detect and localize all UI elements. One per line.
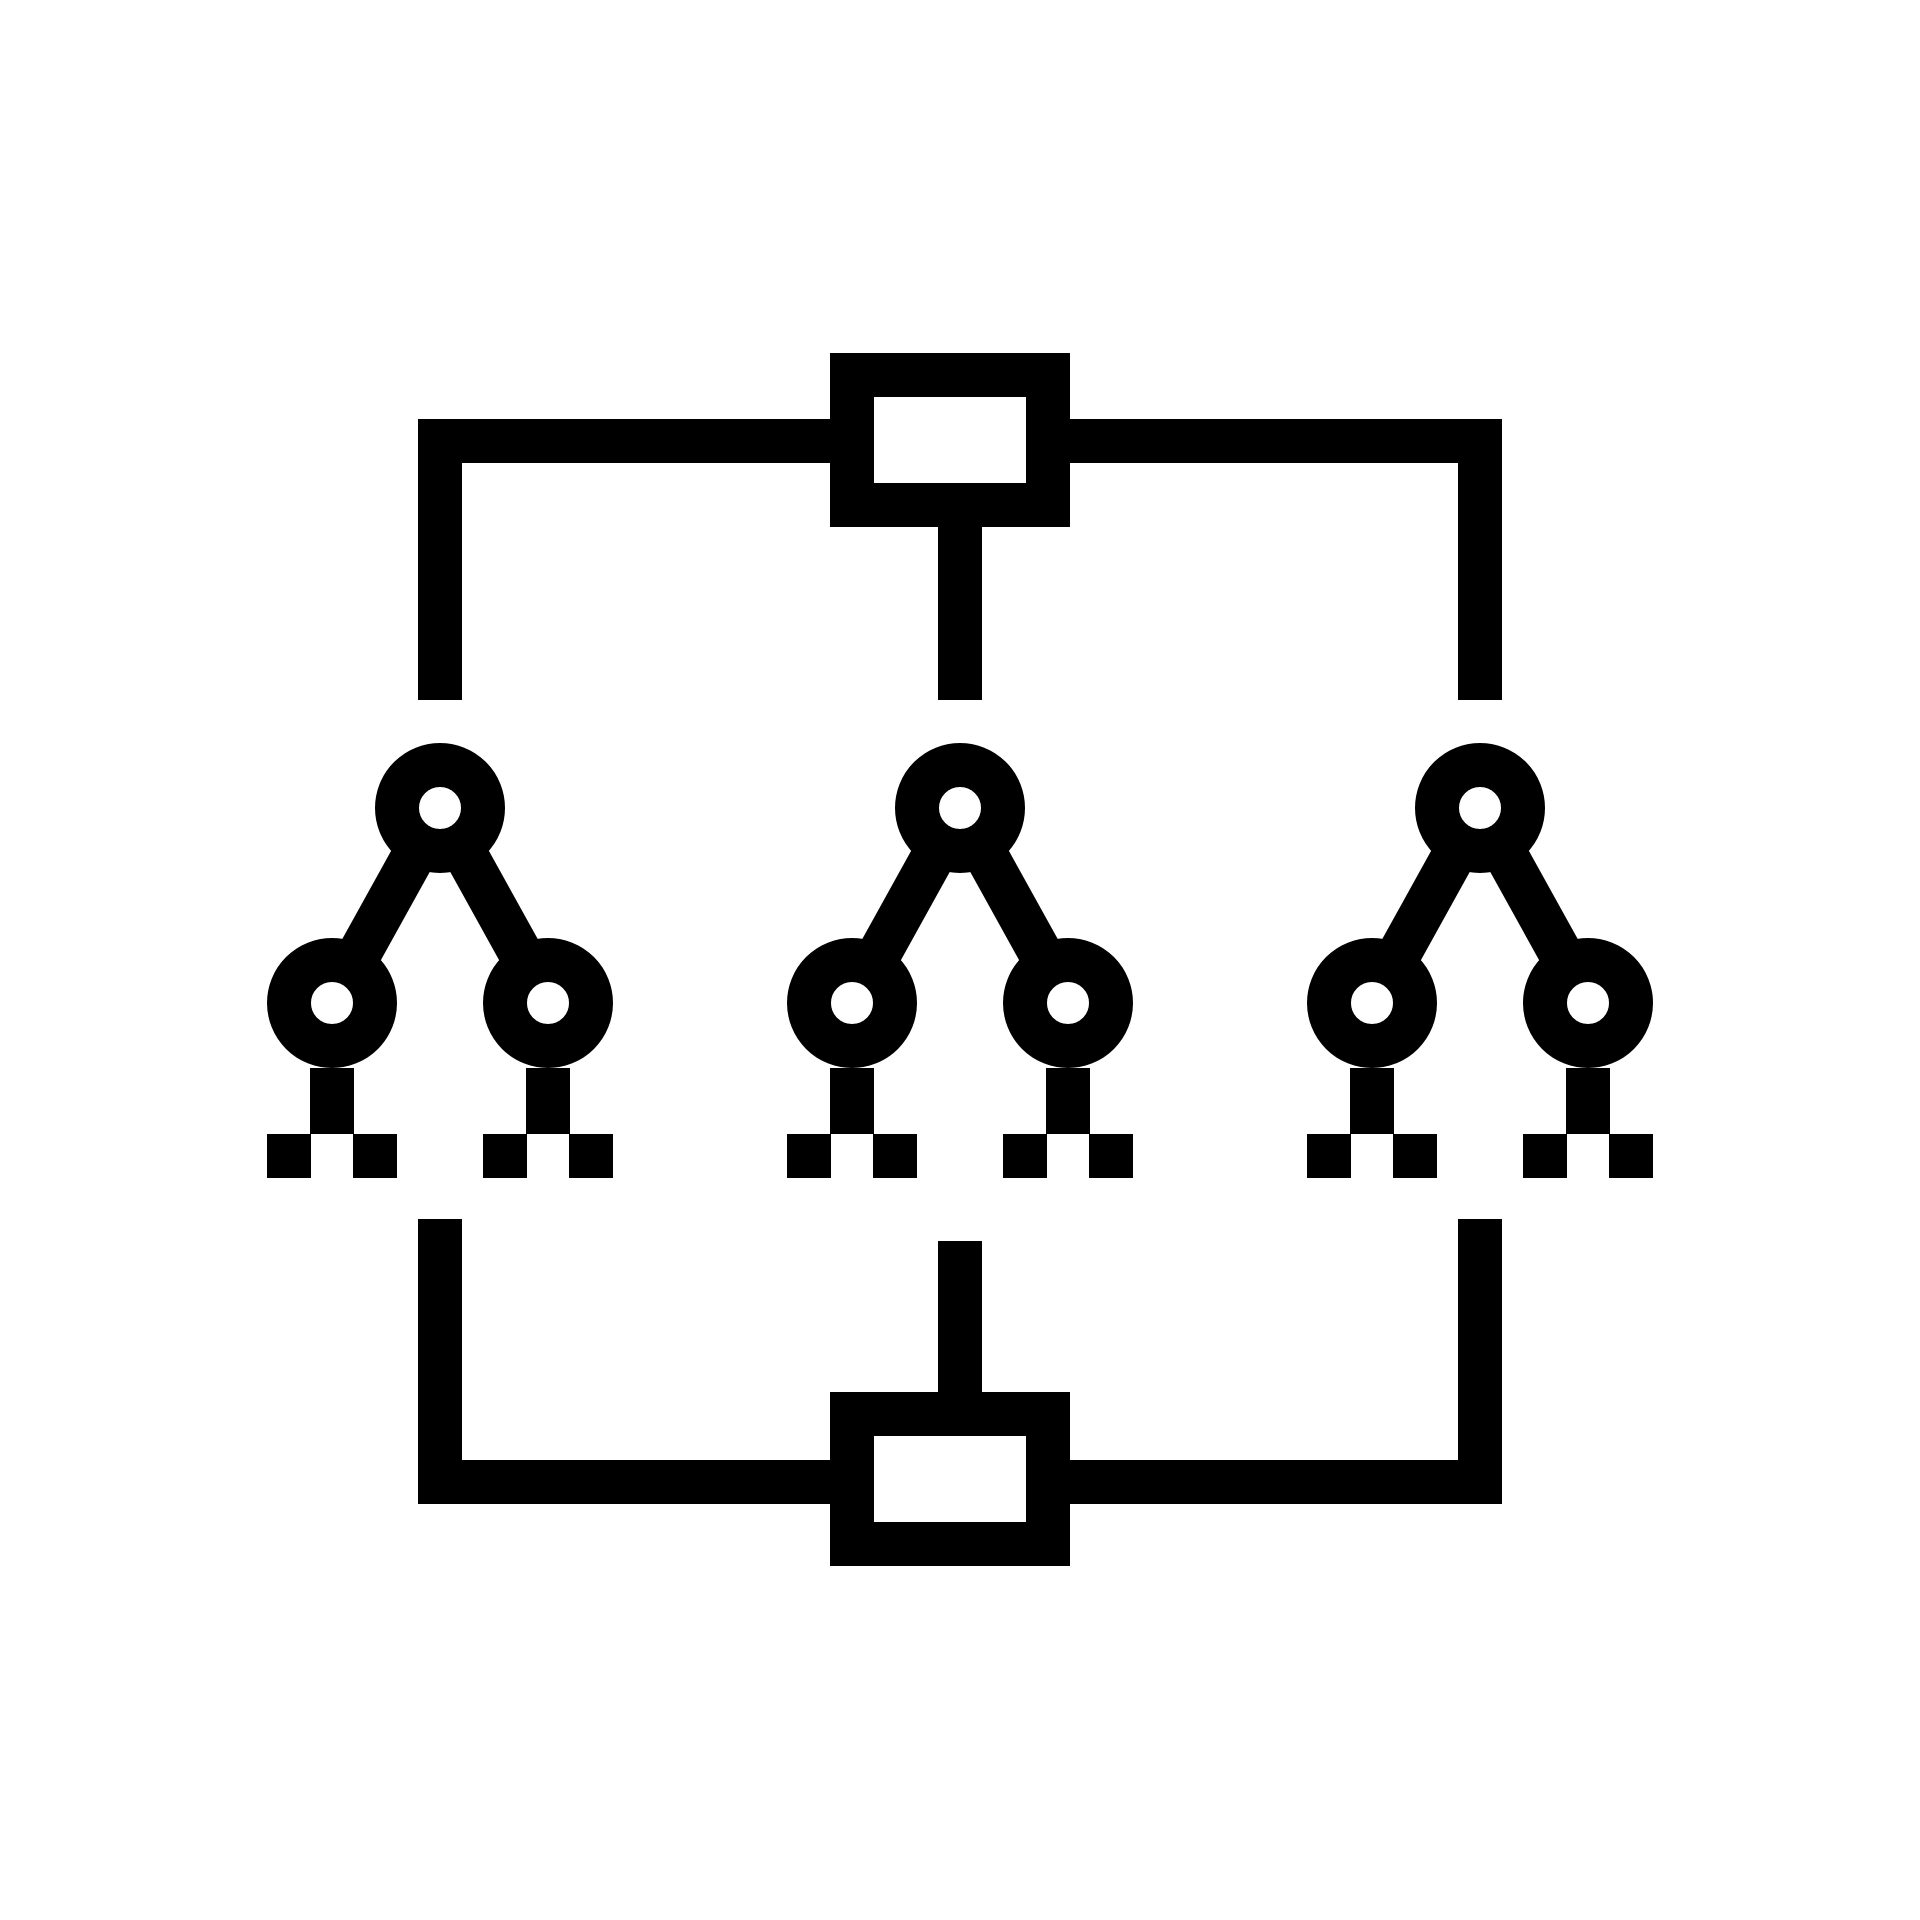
tree-3-right-node xyxy=(1523,938,1653,1068)
tree-1-left-leaf-1 xyxy=(267,1134,311,1178)
bottom-right-connector xyxy=(1048,1219,1502,1504)
tree-3-right-leaf-2 xyxy=(1609,1134,1653,1178)
tree-1-left-edge xyxy=(341,848,431,963)
tree-3-right-edge xyxy=(1489,848,1579,963)
tree-1-right-node xyxy=(483,938,613,1068)
tree-3-right-leaf-1 xyxy=(1523,1134,1567,1178)
tree-3-left-leaf-1 xyxy=(1307,1134,1351,1178)
tree-2-left-leaf-2 xyxy=(873,1134,917,1178)
top-aggregator-box xyxy=(830,353,1070,527)
tree-1-left-leaf-2 xyxy=(353,1134,397,1178)
tree-1-right-edge xyxy=(449,848,539,963)
top-left-connector xyxy=(418,419,852,700)
tree-1-root-node xyxy=(375,743,505,873)
tree-2-right-node xyxy=(1003,938,1133,1068)
tree-3-left-node xyxy=(1307,938,1437,1068)
tree-2-left-edge xyxy=(861,848,951,963)
tree-2-left-leaf-1 xyxy=(787,1134,831,1178)
tree-3-left-edge xyxy=(1381,848,1471,963)
tree-2-root-node xyxy=(895,743,1025,873)
tree-3-left-leaf-2 xyxy=(1393,1134,1437,1178)
tree-1-right-leaf-2 xyxy=(569,1134,613,1178)
bottom-aggregator-box xyxy=(830,1392,1070,1566)
tree-2-right-edge xyxy=(969,848,1059,963)
top-right-connector xyxy=(1048,419,1502,700)
tree-2-right-leaf-2 xyxy=(1089,1134,1133,1178)
bottom-left-connector xyxy=(418,1219,852,1504)
tree-2-right-leaf-1 xyxy=(1003,1134,1047,1178)
tree-3-root-node xyxy=(1415,743,1545,873)
icon-drawing xyxy=(267,353,1653,1566)
tree-1-left-node xyxy=(267,938,397,1068)
tree-1-right-leaf-1 xyxy=(483,1134,527,1178)
tree-2-left-node xyxy=(787,938,917,1068)
